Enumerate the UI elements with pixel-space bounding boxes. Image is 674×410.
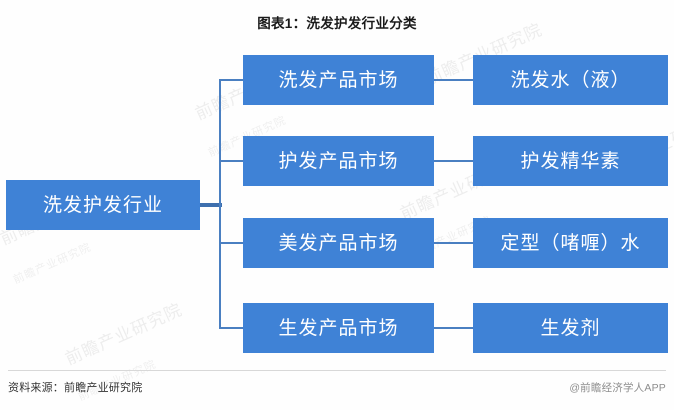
- connector-branch-2: [219, 160, 243, 162]
- node-product-2[interactable]: 护发精华素: [473, 136, 668, 186]
- node-root[interactable]: 洗发护发行业: [6, 180, 200, 230]
- chart-title: 图表1：洗发护发行业分类: [257, 16, 417, 31]
- connector-branch-4: [219, 327, 243, 329]
- node-product-1-label: 洗发水（液）: [510, 69, 631, 91]
- node-root-label: 洗发护发行业: [42, 194, 163, 216]
- node-category-4-label: 生发产品市场: [278, 317, 399, 339]
- footer-divider: [8, 370, 666, 371]
- connector-link-1: [434, 79, 473, 81]
- connector-branch-1: [219, 79, 243, 81]
- connector-link-3: [434, 242, 473, 244]
- watermark-text: 前瞻产业研究院: [11, 241, 94, 287]
- node-product-3[interactable]: 定型（啫喱）水: [473, 218, 668, 268]
- publisher-handle: @前瞻经济学人APP: [569, 382, 666, 394]
- connector-root-stub: [200, 203, 222, 207]
- node-category-2-label: 护发产品市场: [278, 150, 399, 172]
- watermark-text: 前瞻产业研究院: [62, 300, 186, 369]
- connector-link-2: [434, 160, 473, 162]
- node-category-3[interactable]: 美发产品市场: [243, 218, 434, 268]
- node-category-4[interactable]: 生发产品市场: [243, 303, 434, 353]
- connector-vertical-spine: [219, 80, 221, 328]
- node-category-1-label: 洗发产品市场: [278, 69, 399, 91]
- connector-branch-3: [219, 242, 243, 244]
- node-category-2[interactable]: 护发产品市场: [243, 136, 434, 186]
- node-product-2-label: 护发精华素: [520, 150, 621, 172]
- node-product-4[interactable]: 生发剂: [473, 303, 668, 353]
- node-product-4-label: 生发剂: [540, 317, 601, 339]
- source-note: 资料来源：前瞻产业研究院: [8, 382, 143, 394]
- node-product-3-label: 定型（啫喱）水: [500, 232, 641, 254]
- node-product-1[interactable]: 洗发水（液）: [473, 55, 668, 105]
- node-category-3-label: 美发产品市场: [278, 232, 399, 254]
- node-category-1[interactable]: 洗发产品市场: [243, 55, 434, 105]
- connector-link-4: [434, 327, 473, 329]
